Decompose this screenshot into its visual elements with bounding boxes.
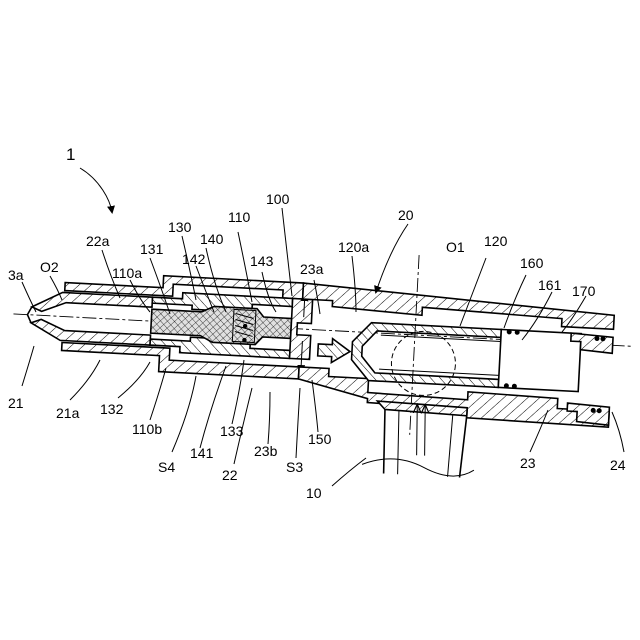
label-133: 133 [220,423,244,439]
flow-arrow [317,338,350,364]
ball-valve-outline [390,330,457,397]
label-s3: S3 [286,459,303,475]
label-23b: 23b [254,443,278,459]
label-20: 20 [398,207,414,223]
label-150: 150 [308,431,332,447]
label-142: 142 [182,251,206,267]
label-110a: 110a [112,265,142,281]
label-160: 160 [520,255,544,271]
label-3a: 3a [8,267,24,283]
label-23: 23 [520,455,536,471]
label-130: 130 [168,219,192,235]
label-120a: 120a [338,239,369,255]
label-22: 22 [222,467,238,483]
label-132: 132 [100,401,124,417]
label-110b: 110b [132,421,162,437]
label-21a: 21a [56,405,80,421]
label-143: 143 [250,253,274,269]
label-o1: O1 [446,239,465,255]
label-o2: O2 [40,259,59,275]
label-s4: S4 [158,459,175,475]
labels: 1 3a O2 22a 110a 131 130 140 110 100 142… [8,145,626,501]
label-1: 1 [66,145,75,164]
label-140: 140 [200,231,224,247]
label-21: 21 [8,395,24,411]
plunger-120 [350,322,581,392]
label-170: 170 [572,283,596,299]
label-24: 24 [610,457,626,473]
label-22a: 22a [86,233,110,249]
label-23a: 23a [300,261,324,277]
label-110: 110 [228,209,251,225]
label-131: 131 [140,241,164,257]
label-141: 141 [190,445,214,461]
label-100: 100 [266,191,290,207]
label-120: 120 [484,233,508,249]
label-10: 10 [306,485,322,501]
label-161: 161 [538,277,562,293]
partition-150 [289,295,313,372]
inlet-pipe-10 [362,400,478,478]
